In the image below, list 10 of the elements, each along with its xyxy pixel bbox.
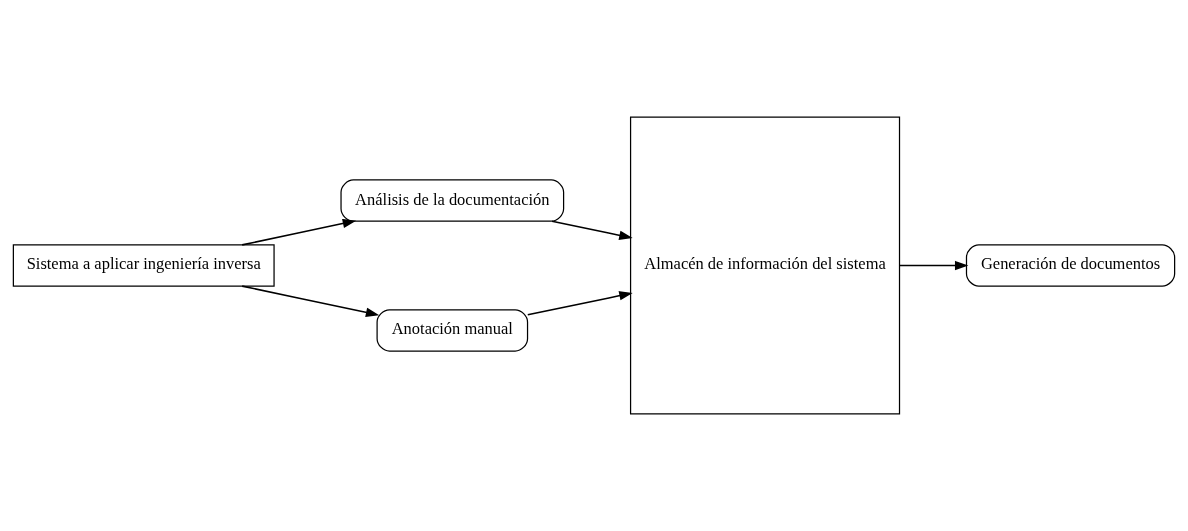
node-box: Generación de documentos xyxy=(965,244,1176,287)
arrow xyxy=(551,220,633,240)
node-box: Análisis de la documentación xyxy=(340,179,565,222)
arrow xyxy=(898,260,969,271)
arrow xyxy=(527,291,633,316)
arrow xyxy=(241,218,357,246)
node-box: Anotación manual xyxy=(376,309,529,352)
node-box: Sistema a aplicar ingeniería inversa xyxy=(12,244,275,287)
node-box: Almacén de información del sistema xyxy=(629,116,901,415)
arrow xyxy=(241,285,380,317)
